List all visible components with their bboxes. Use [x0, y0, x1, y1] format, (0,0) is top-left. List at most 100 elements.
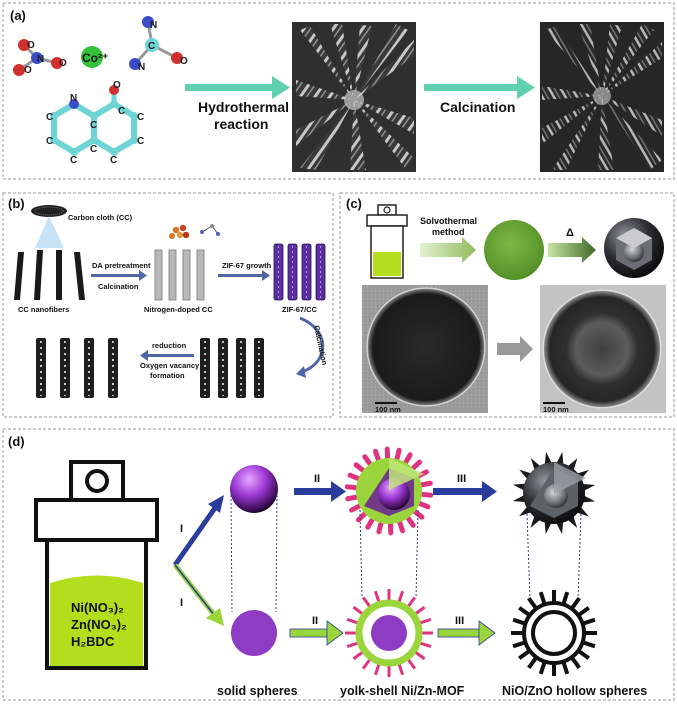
spike	[538, 661, 547, 675]
tem-image-2: 100 nm	[540, 285, 666, 414]
spike	[577, 606, 590, 617]
spike	[582, 640, 596, 649]
panel-c-border	[339, 192, 675, 418]
autoclave-c	[366, 204, 408, 279]
spike	[570, 597, 581, 610]
zif67-cc-label: ZIF-67/CC	[282, 305, 318, 314]
oxygen-vacancy-label: Oxygen vacancy	[140, 361, 200, 370]
spike	[518, 606, 531, 617]
solid-sphere-2d	[231, 610, 277, 656]
calcined-fibers-right	[200, 338, 264, 398]
step-i-lower-arrow	[173, 563, 224, 626]
reagent-bdc: H₂BDC	[71, 634, 115, 649]
calcination-curve-arrow	[299, 316, 325, 374]
panel-b: (b) Carbon cloth (CC) CC nanofibers DA p…	[2, 192, 334, 418]
calcination-curve-head	[296, 366, 306, 378]
projection-line	[359, 509, 363, 599]
sem-image-1	[292, 22, 416, 172]
projection-line	[275, 494, 278, 613]
spike	[527, 597, 538, 610]
tem-scale-right: 100 nm	[543, 405, 569, 414]
svg-text:N: N	[138, 62, 145, 73]
spike	[407, 596, 417, 608]
hydrothermal-arrow	[185, 76, 290, 99]
calcination-label: Calcination	[440, 99, 515, 115]
spike	[346, 641, 359, 649]
urea-molecule: N C N O	[129, 16, 188, 73]
ring-molecule: N O C C C C C C C C C	[46, 80, 144, 166]
svg-text:C: C	[90, 120, 97, 131]
spike	[419, 617, 432, 625]
spike	[577, 649, 590, 660]
step-iii-upper-arrow	[433, 481, 497, 502]
step-ii-upper-label: II	[314, 473, 320, 485]
svg-text:C: C	[148, 41, 155, 52]
spike	[397, 663, 405, 676]
step-i-upper-arrow	[172, 495, 224, 567]
cc-nanofibers-label: CC nanofibers	[18, 305, 69, 314]
svg-text:C: C	[137, 136, 144, 147]
projection-line	[526, 513, 531, 601]
tem-arrow	[497, 336, 533, 362]
spike	[352, 605, 364, 615]
svg-text:O: O	[180, 56, 188, 67]
spike	[373, 590, 381, 603]
nitrogen-doped-label: Nitrogen-doped CC	[144, 305, 213, 314]
step-i-lower-label: I	[180, 597, 183, 609]
step-iii-upper-label: III	[457, 473, 466, 485]
svg-text:O: O	[27, 40, 35, 51]
calcination-arrow	[424, 76, 535, 99]
svg-text:N: N	[70, 93, 77, 104]
spike	[538, 591, 547, 605]
step-ii-lower-label: II	[312, 615, 318, 627]
cc-nanofibers	[14, 250, 85, 300]
spike	[512, 640, 526, 649]
hydrothermal-label-2: reaction	[214, 116, 268, 132]
calcination-label-b1: Calcination	[98, 282, 139, 291]
spike	[527, 656, 538, 669]
spike	[414, 651, 426, 661]
spike	[570, 656, 581, 669]
spike	[561, 591, 570, 605]
step-i-upper-label: I	[180, 523, 183, 535]
hydrothermal-label-1: Hydrothermal	[198, 99, 289, 115]
panel-a-label: (a)	[10, 8, 26, 23]
solvothermal-label-1: Solvothermal	[420, 216, 477, 226]
projection-line	[577, 513, 582, 601]
spike	[346, 617, 359, 625]
reagent-ni: Ni(NO₃)₂	[71, 600, 124, 615]
hollow-sphere-3d	[512, 451, 596, 535]
caption-solid-spheres: solid spheres	[217, 684, 298, 698]
svg-text:C: C	[46, 136, 53, 147]
panel-d: (d) Ni(NO₃)₂ Zn(NO₃)₂ H₂BDC I I	[2, 428, 675, 701]
da-pretreatment-label: DA pretreatment	[92, 261, 151, 270]
green-sphere	[484, 220, 544, 280]
panel-d-label: (d)	[8, 434, 25, 449]
zif-growth-arrow	[218, 270, 270, 281]
delta-label: Δ	[566, 227, 574, 239]
svg-text:C: C	[137, 112, 144, 123]
carbon-cloth	[31, 205, 67, 248]
svg-text:N: N	[150, 20, 157, 31]
zif67-cc	[273, 243, 326, 301]
yolk-shell-2d	[345, 589, 433, 677]
autoclave-d	[34, 460, 159, 670]
spike	[419, 641, 432, 649]
reduced-fibers-left	[36, 338, 118, 398]
svg-text:C: C	[46, 112, 53, 123]
panel-b-border	[2, 192, 334, 418]
caption-yolk-shell: yolk-shell Ni/Zn-MOF	[340, 684, 465, 698]
solvothermal-label-2: method	[432, 227, 465, 237]
spike	[512, 617, 526, 626]
solid-sphere-3d	[230, 465, 278, 513]
spike	[352, 651, 364, 661]
cobalt-ion: Co²⁺	[81, 46, 108, 68]
spike	[361, 596, 371, 608]
svg-text:O: O	[113, 80, 121, 91]
spike	[407, 658, 417, 670]
svg-text:C: C	[118, 106, 125, 117]
step-iii-lower-label: III	[455, 615, 464, 627]
nitrate-molecule: O N O O	[13, 39, 67, 76]
step-ii-lower-arrow	[289, 620, 344, 646]
